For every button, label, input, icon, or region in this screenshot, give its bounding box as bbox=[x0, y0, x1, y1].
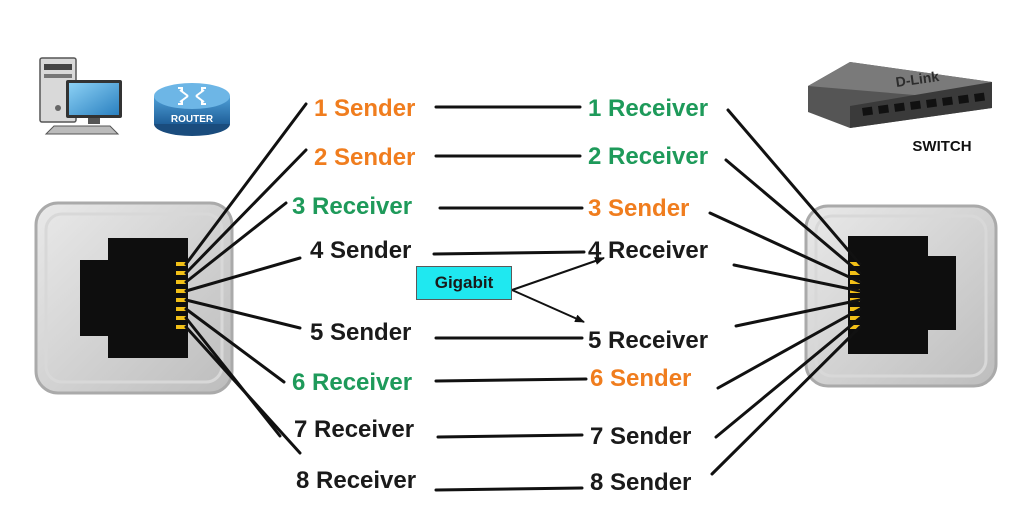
gigabit-callout: Gigabit bbox=[416, 266, 512, 300]
left-pin-label-2: 2 Sender bbox=[314, 144, 415, 171]
right-pin-label-3: 3 Sender bbox=[588, 195, 689, 222]
right-fan-wires bbox=[708, 108, 862, 476]
pair-lines bbox=[432, 105, 588, 492]
router-icon: ROUTER bbox=[154, 83, 230, 136]
gigabit-arrows bbox=[511, 257, 605, 323]
left-pin-label-8: 8 Receiver bbox=[296, 467, 416, 494]
right-pin-label-5: 5 Receiver bbox=[588, 327, 708, 354]
right-rj45-jack bbox=[804, 204, 998, 388]
right-pin-label-7: 7 Sender bbox=[590, 423, 691, 450]
right-pin-label-6: 6 Sender bbox=[590, 365, 691, 392]
left-pin-label-6: 6 Receiver bbox=[292, 369, 412, 396]
router-label: ROUTER bbox=[171, 114, 214, 125]
gigabit-label: Gigabit bbox=[434, 273, 494, 292]
switch-label: SWITCH bbox=[912, 138, 971, 155]
right-pin-labels: 1 Receiver 2 Receiver 3 Sender 4 Receiver 5 … bbox=[588, 95, 708, 496]
left-pin-labels: 1 Sender 2 Sender 3 Receiver 4 Sender 5 Send… bbox=[292, 95, 416, 494]
left-rj45-jack bbox=[34, 201, 234, 395]
left-pin-label-5: 5 Sender bbox=[310, 319, 411, 346]
switch-brand: D-Link bbox=[895, 68, 941, 90]
right-pin-label-4: 4 Receiver bbox=[588, 237, 708, 264]
switch-icon: D-Link SWITCH bbox=[808, 62, 992, 155]
right-pin-label-2: 2 Receiver bbox=[588, 143, 708, 170]
left-pin-label-1: 1 Sender bbox=[314, 95, 415, 122]
right-pin-label-8: 8 Sender bbox=[590, 469, 691, 496]
computer-icon bbox=[39, 57, 122, 135]
right-pin-label-1: 1 Receiver bbox=[588, 95, 708, 122]
left-fan-wires bbox=[184, 102, 308, 455]
left-pin-label-3: 3 Receiver bbox=[292, 193, 412, 220]
left-pin-label-7: 7 Receiver bbox=[294, 416, 414, 443]
left-pin-label-4: 4 Sender bbox=[310, 237, 411, 264]
